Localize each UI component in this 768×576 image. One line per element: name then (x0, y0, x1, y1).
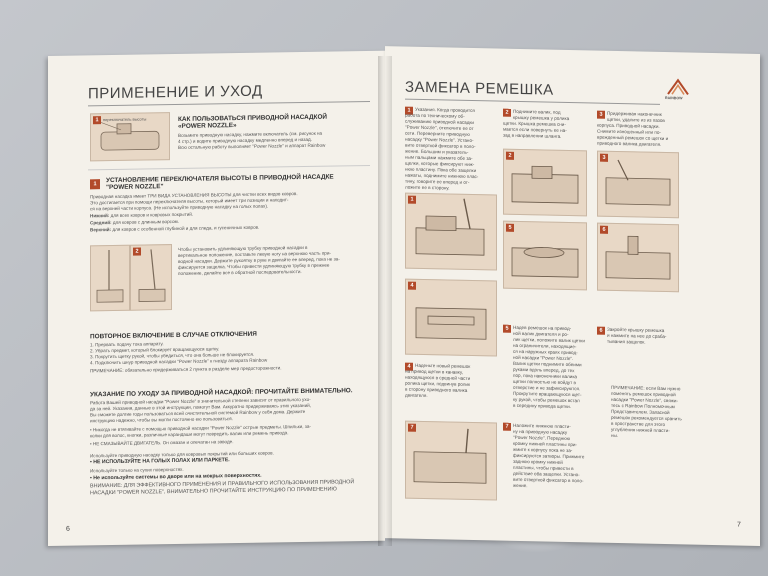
step1-line-14: ложите ее в сторону. (405, 184, 450, 191)
nozzle-illustration-2a (90, 244, 130, 312)
note-line-9: ны. (611, 432, 619, 439)
cover-close-drawing (605, 235, 671, 280)
care-line-7: • НЕ СМАЗЫВАЙТЕ ДВИГАТЕЛЬ. Он смазан и о… (90, 439, 234, 447)
step-badge: 3 (597, 110, 605, 119)
setting-low-text: для всех ковров и ковровых покрытий. (110, 211, 194, 219)
step3-line-6: приводного валика двигателя. (597, 140, 662, 147)
title-rule (405, 98, 660, 105)
step3-illustration: 3 (597, 150, 679, 219)
section1-line-3: Всю остальную работу выполняет "Power No… (178, 142, 326, 150)
logo-text: RAINBOW (665, 96, 683, 101)
care-line-4: инструкцию надежно, чтобы вы могли посто… (90, 416, 233, 424)
step4-line-6: двигателя. (405, 392, 428, 399)
step-badge: 7 (408, 423, 416, 432)
care-line-14: НАСАДКИ "POWER NOZZLE", ВНИМАТЕЛЬНО ПРОЧ… (90, 486, 337, 497)
section-badge: 1 (90, 179, 100, 190)
step-badge: 4 (408, 281, 416, 290)
setting-mid: Средний: для ковров с длинным ворсом. (90, 219, 179, 226)
nozzle-upright-drawing (96, 250, 124, 303)
brush-roller-drawing (511, 247, 579, 278)
brush-removal-drawing (605, 159, 671, 206)
rainbow-logo-icon (667, 78, 689, 96)
section-badge: 2 (133, 247, 141, 256)
booklet-gutter (378, 56, 392, 546)
section-badge: 1 (93, 116, 101, 125)
left-page: ПРИМЕНЕНИЕ И УХОД 1 переключатель высоты… (48, 50, 385, 546)
bottom-plate-drawing (413, 428, 487, 484)
right-page: ЗАМЕНА РЕМЕШКА RAINBOW 1 Указания. Когда… (385, 46, 760, 547)
page-number: 6 (66, 525, 70, 533)
page-title: ЗАМЕНА РЕМЕШКА (405, 78, 554, 99)
section3-line-5: положение, делайте все в обратной послед… (178, 269, 302, 276)
step7-illustration: 7 (405, 420, 497, 501)
section4-heading: ПОВТОРНОЕ ВКЛЮЧЕНИЕ В СЛУЧАЕ ОТКЛЮЧЕНИЯ (90, 330, 257, 341)
open-booklet: ПРИМЕНЕНИЕ И УХОД 1 переключатель высоты… (48, 46, 760, 568)
step6-illustration: 6 (597, 222, 679, 293)
step-badge: 3 (600, 153, 608, 162)
section2-heading: УСТАНОВЛЕНИЕ ПЕРЕКЛЮЧАТЕЛЯ ВЫСОТЫ В ПРИВ… (106, 174, 334, 192)
step-badge: 6 (597, 326, 605, 335)
section1-heading: КАК ПОЛЬЗОВАТЬСЯ ПРИВОДНОЙ НАСАДКОЙ «POW… (178, 114, 327, 130)
step-badge: 7 (503, 422, 511, 431)
setting-high-text: для ковров с особенной глубиной и для сл… (112, 224, 260, 232)
step5-illustration: 5 (503, 220, 587, 291)
step5-line-14: в середину привода щетки. (513, 402, 571, 410)
nozzle-upside-down-drawing (415, 198, 485, 256)
title-rule (88, 100, 370, 107)
nozzle-drawing (94, 119, 160, 151)
nozzle-illustration-2b: 2 (130, 244, 172, 311)
step4-illustration: 4 (405, 278, 497, 357)
page-number: 7 (737, 521, 741, 529)
step2-line-5: зад в направлении шланга. (503, 132, 562, 139)
step-badge: 1 (408, 195, 416, 204)
setting-low-label: Нижний: (90, 213, 110, 219)
rainbow-logo: RAINBOW (665, 76, 691, 103)
setting-low: Нижний: для всех ковров и ковровых покры… (90, 212, 193, 219)
step7-line-11: жение. (513, 482, 528, 489)
illustration-label: переключатель высоты (103, 116, 147, 123)
setting-mid-text: для ковров с длинным ворсом. (112, 218, 179, 225)
page-title: ПРИМЕНЕНИЕ И УХОД (88, 82, 263, 103)
setting-high: Верхний: для ковров с особенной глубиной… (90, 225, 259, 233)
belt-install-drawing (415, 307, 487, 340)
section1-heading-line2: «POWER NOZZLE» (178, 122, 237, 130)
step2-illustration: 2 (503, 148, 587, 217)
setting-high-label: Верхний: (90, 227, 112, 233)
step-badge: 5 (503, 324, 511, 333)
setting-mid-label: Средний: (90, 220, 112, 226)
note-line-8: углубления нижней пласти- (611, 426, 670, 434)
foot-drawing (138, 249, 166, 302)
belt-cover-drawing (511, 165, 579, 204)
care-line-10: • НЕ ИСПОЛЬЗУЙТЕ НА ГОЛЫХ ПОЛАХ ИЛИ ПАРК… (90, 457, 230, 466)
step6-line-3: тывания защелок. (607, 338, 646, 345)
section-rule (88, 164, 370, 171)
care-line-11: Используйте только на сухих поверхностях… (90, 466, 184, 474)
step-badge: 2 (503, 108, 511, 117)
restart-note: ПРИМЕЧАНИЕ: обязательно придерживаться 2… (90, 365, 282, 374)
step-badge: 2 (506, 151, 514, 160)
nozzle-illustration-1: 1 переключатель высоты (90, 112, 170, 162)
step-badge: 6 (600, 225, 608, 234)
step1-illustration: 1 (405, 192, 497, 271)
step-badge: 5 (506, 223, 514, 232)
section5-heading: УКАЗАНИЕ ПО УХОДУ ЗА ПРИВОДНОЙ НАСАДКОЙ:… (90, 387, 353, 399)
